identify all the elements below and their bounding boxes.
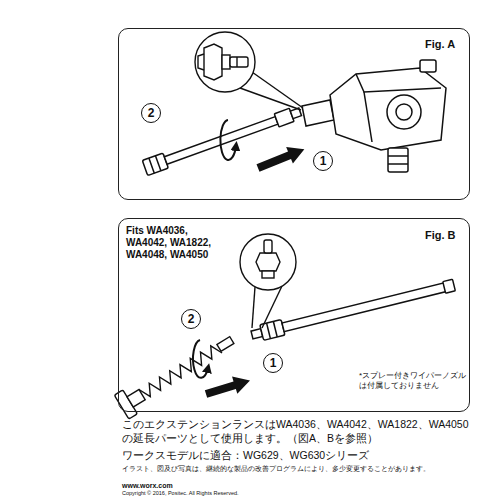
detail-magnifier bbox=[195, 32, 303, 110]
rotate-arrow bbox=[220, 120, 236, 160]
fits-models: Fits WA4036, WA4042, WA1822, WA4048, WA4… bbox=[126, 225, 222, 261]
push-arrow bbox=[203, 372, 252, 403]
copyright-text: Copyright © 2016, Positec. All Rights Re… bbox=[122, 490, 422, 496]
callout-number: 2 bbox=[181, 309, 201, 329]
figure-panel: Fig. A 2 1 bbox=[118, 28, 470, 200]
note-text: *スプレー付きワイパーノズルは付属しておりません bbox=[359, 371, 467, 391]
callout-number: 1 bbox=[263, 353, 283, 373]
figure-label: Fig. B bbox=[425, 229, 469, 242]
website-text: www.worx.com bbox=[122, 482, 322, 490]
wiper-nozzle bbox=[114, 328, 239, 419]
callout-number-text: 1 bbox=[270, 357, 277, 369]
callout-number: 2 bbox=[141, 103, 161, 123]
extension-lance bbox=[142, 104, 303, 175]
disclaimer-text: イラスト、図及び写真は、継続的な製品の改善プログラムにより、多少変更することがあ… bbox=[122, 465, 472, 473]
callout-number: 1 bbox=[313, 151, 333, 171]
compatibility-text: ワークスモデルに適合：WG629、WG630シリーズ bbox=[122, 449, 472, 463]
pump-body bbox=[302, 60, 446, 172]
callout-number-text: 2 bbox=[188, 313, 195, 325]
detail-magnifier bbox=[240, 234, 296, 328]
description-text: このエクステンションランスはWA4036、WA4042、WA1822、WA405… bbox=[122, 417, 472, 445]
figure-label: Fig. A bbox=[425, 38, 469, 51]
callout-number-text: 2 bbox=[148, 107, 155, 119]
push-arrow bbox=[255, 141, 308, 176]
callout-number-text: 1 bbox=[320, 155, 327, 167]
rotate-arrow bbox=[193, 340, 208, 378]
figure-panel: Fits WA4036, WA4042, WA1822, WA4048, WA4… bbox=[118, 218, 470, 412]
